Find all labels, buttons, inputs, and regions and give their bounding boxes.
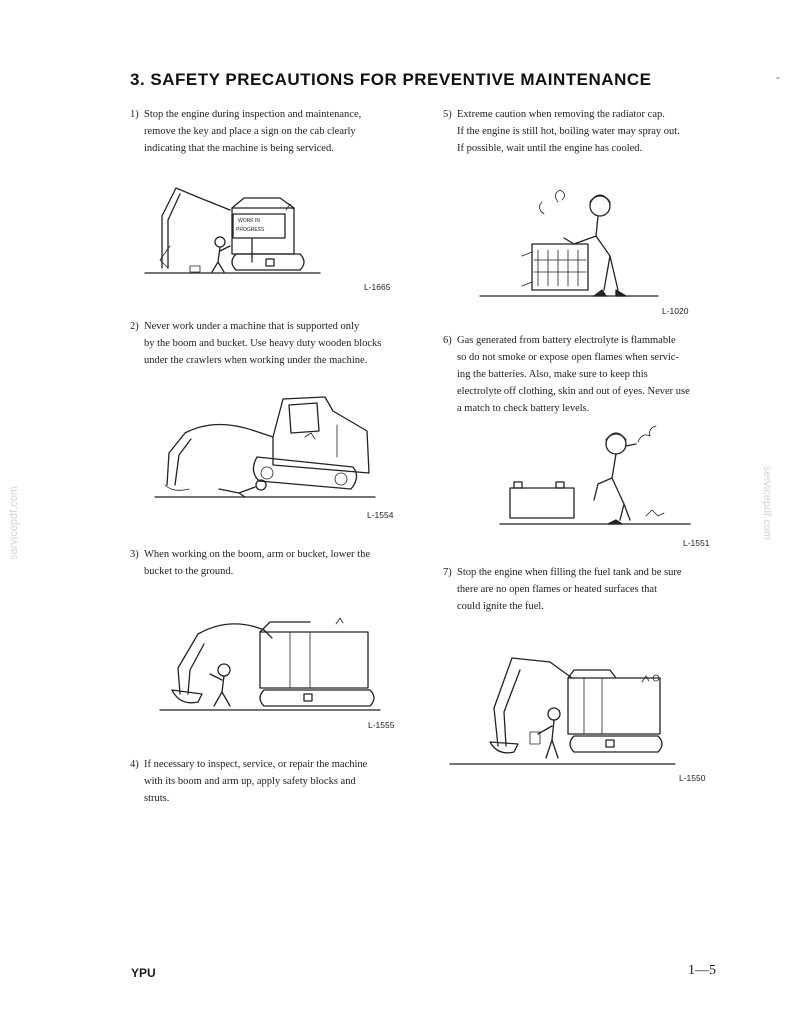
item-line: electrolyte off clothing, skin and out o… [457, 386, 690, 397]
item-number: 2) [130, 321, 139, 332]
precaution-item-4: 4) If necessary to inspect, service, or r… [130, 756, 430, 807]
item-line: If necessary to inspect, service, or rep… [144, 759, 368, 770]
figure-code: L-1554 [367, 510, 394, 520]
item-line: Stop the engine when filling the fuel ta… [457, 567, 682, 578]
illustration-refueling [449, 657, 676, 765]
item-line: bucket to the ground. [144, 566, 234, 577]
item-line: Extreme caution when removing the radiat… [457, 109, 665, 120]
precaution-item-5: 5) Extreme caution when removing the radi… [443, 106, 743, 157]
precaution-item-2: 2) Never work under a machine that is sup… [130, 318, 430, 369]
item-number: 1) [130, 109, 139, 120]
item-line: so do not smoke or expose open flames wh… [457, 352, 679, 363]
item-line: If the engine is still hot, boiling wate… [457, 126, 680, 137]
item-line: by the boom and bucket. Use heavy duty w… [144, 338, 382, 349]
item-line: Stop the engine during inspection and ma… [144, 109, 362, 120]
item-line: struts. [144, 793, 170, 804]
figure-code: L-1020 [662, 306, 689, 316]
sign-text-line-1: WORK IN [238, 218, 260, 224]
watermark-right: servicepdf.com [761, 466, 773, 540]
illustration-under-machine [154, 396, 376, 498]
item-line: remove the key and place a sign on the c… [144, 126, 356, 137]
item-line: there are no open flames or heated surfa… [457, 584, 657, 595]
item-line: under the crawlers when working under th… [144, 355, 368, 366]
item-line: If possible, wait until the engine has c… [457, 143, 643, 154]
figure-code: L-1550 [679, 773, 706, 783]
watermark-left: servicepdf.com [8, 486, 20, 560]
figure-code: L-1551 [683, 538, 710, 548]
figure-code: L-1665 [364, 282, 391, 292]
illustration-battery-hazard [499, 425, 691, 525]
item-number: 4) [130, 759, 139, 770]
item-line: ing the batteries. Also, make sure to ke… [457, 369, 648, 380]
item-number: 5) [443, 109, 452, 120]
item-line: indicating that the machine is being ser… [144, 143, 334, 154]
item-line: a match to check battery levels. [457, 403, 590, 414]
item-line: When working on the boom, arm or bucket,… [144, 549, 370, 560]
item-number: 6) [443, 335, 452, 346]
illustration-radiator-cap [479, 189, 659, 297]
item-line: could ignite the fuel. [457, 601, 544, 612]
item-number: 7) [443, 567, 452, 578]
precaution-item-7: 7) Stop the engine when filling the fuel … [443, 564, 743, 615]
figure-code: L-1555 [368, 720, 395, 730]
footer-model-code: YPU [131, 966, 156, 980]
item-number: 3) [130, 549, 139, 560]
page-title: 3. SAFETY PRECAUTIONS FOR PREVENTIVE MAI… [130, 70, 652, 89]
sign-text-line-2: PROGRESS [236, 227, 265, 233]
item-line: with its boom and arm up, apply safety b… [144, 776, 356, 787]
corner-mark: - [776, 70, 780, 84]
item-line: Never work under a machine that is suppo… [144, 321, 360, 332]
precaution-item-6: 6) Gas generated from battery electrolyte… [443, 332, 743, 417]
precaution-item-1: 1) Stop the engine during inspection and … [130, 106, 430, 157]
page-number: 1—5 [688, 963, 716, 978]
illustration-work-in-progress-sign: WORK IN PROGRESS [144, 187, 321, 274]
item-line: Gas generated from battery electrolyte i… [457, 335, 676, 346]
illustration-bucket-lowered [159, 617, 381, 711]
precaution-item-3: 3) When working on the boom, arm or bucke… [130, 546, 430, 580]
